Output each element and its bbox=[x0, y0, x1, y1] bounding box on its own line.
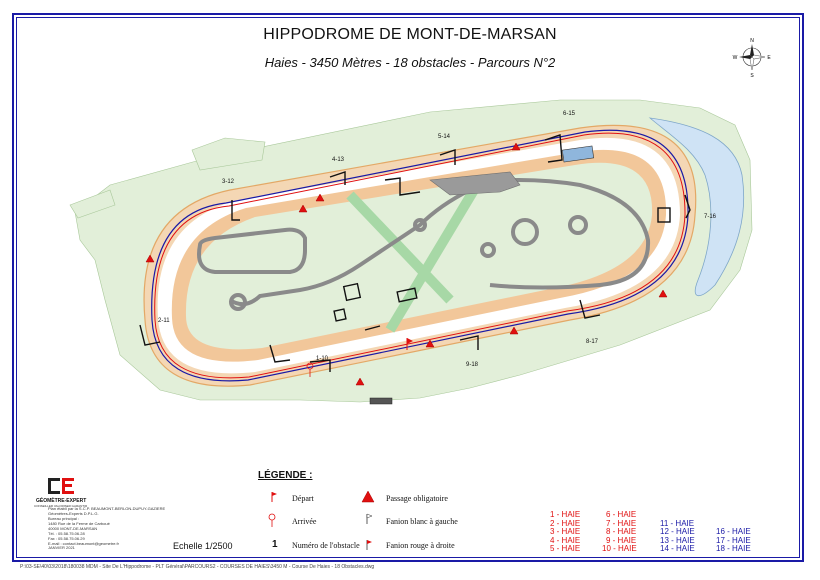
geometre-expert-logo: GÉOMÈTRE-EXPERT CONSEILLER VALORISER GAR… bbox=[34, 478, 88, 508]
legend-fanion-blanc: Fanion blanc à gauche bbox=[386, 517, 458, 526]
obstacle-label-8-17: 8-17 bbox=[586, 339, 599, 345]
legend-passage-icon bbox=[361, 490, 375, 503]
haie-10: 10 - HAIE bbox=[602, 544, 637, 553]
haie-6: 6 - HAIE bbox=[606, 510, 637, 519]
passage-obligatoire-markers bbox=[145, 142, 668, 386]
compass-rose-icon: N S E W bbox=[733, 38, 772, 79]
company-info: Plan établi par la S.C.P. BEAUMONT-BERLO… bbox=[48, 506, 168, 546]
haie-14: 14 - HAIE bbox=[660, 544, 695, 553]
company-line: 1480 Rue de la Ferme de Carboué bbox=[48, 521, 110, 526]
legend-numero: Numéro de l'obstacle bbox=[292, 541, 360, 550]
race-track bbox=[143, 124, 697, 387]
lake bbox=[648, 117, 745, 297]
haie-9: 9 - HAIE bbox=[606, 536, 637, 545]
company-name: GÉOMÈTRE-EXPERT bbox=[36, 496, 86, 504]
infield-paths bbox=[346, 177, 485, 333]
haie-2: 2 - HAIE bbox=[550, 519, 581, 528]
haie-13: 13 - HAIE bbox=[660, 536, 695, 545]
company-line: E-mail : contact.beaumont@geometre.fr bbox=[48, 541, 119, 546]
compass-s: S bbox=[750, 73, 754, 79]
plan-date: JANVIER 2021 bbox=[48, 545, 75, 550]
paved-paths bbox=[197, 178, 651, 311]
obstacle-label-5-14: 5-14 bbox=[438, 134, 451, 140]
haie-18: 18 - HAIE bbox=[716, 544, 751, 553]
scale-label: Echelle 1/2500 bbox=[173, 541, 233, 551]
haie-3: 3 - HAIE bbox=[550, 527, 581, 536]
legend-fanion-rouge-icon bbox=[366, 540, 372, 550]
haie-17: 17 - HAIE bbox=[716, 536, 751, 545]
obstacle-label-6-15: 6-15 bbox=[563, 111, 576, 117]
legend-depart-icon bbox=[271, 492, 277, 502]
legend-fanion-rouge: Fanion rouge à droite bbox=[386, 541, 455, 550]
parking-gray bbox=[429, 171, 521, 196]
compass-e: E bbox=[767, 55, 771, 61]
haie-16: 16 - HAIE bbox=[716, 527, 751, 536]
haie-7: 7 - HAIE bbox=[606, 519, 637, 528]
company-line: Tél. : 05.58.75.06.28 bbox=[48, 531, 85, 536]
obstacle-marks bbox=[139, 134, 691, 372]
legend-arrivee-icon bbox=[268, 513, 276, 527]
finish-marker bbox=[306, 362, 314, 377]
map-subtitle: Haies - 3450 Mètres - 18 obstacles - Par… bbox=[264, 55, 556, 70]
haie-12: 12 - HAIE bbox=[660, 527, 695, 536]
company-line: Fax : 05.58.75.06.29 bbox=[48, 536, 85, 541]
haie-4: 4 - HAIE bbox=[550, 536, 581, 545]
company-line: Géomètres-Experts D.P.L.G. bbox=[48, 511, 99, 516]
obstacle-label-3-12: 3-12 bbox=[222, 179, 235, 185]
obstacle-label-4-13: 4-13 bbox=[332, 157, 345, 163]
company-line: Bureau principal : bbox=[48, 516, 80, 521]
haie-5: 5 - HAIE bbox=[550, 544, 581, 553]
map-title: HIPPODROME DE MONT-DE-MARSAN bbox=[263, 26, 557, 43]
legend-title: LÉGENDE : bbox=[258, 470, 313, 481]
compass-w: W bbox=[733, 55, 738, 61]
grandstand bbox=[369, 397, 393, 405]
legend-depart: Départ bbox=[292, 494, 314, 503]
obstacle-label-1-10: 1-10 bbox=[316, 356, 329, 362]
outer-frame bbox=[12, 13, 804, 562]
legend-fanion-blanc-icon bbox=[366, 513, 373, 524]
file-path-footer: P:\03-SE\40\03\2018\180038 MDM - Site De… bbox=[20, 564, 375, 570]
legend-numero-symbol: 1 bbox=[272, 539, 278, 550]
compass-n: N bbox=[750, 38, 754, 44]
building bbox=[561, 145, 595, 163]
legend-arrivee: Arrivée bbox=[292, 517, 317, 526]
haie-1: 1 - HAIE bbox=[550, 510, 581, 519]
legend-passage: Passage obligatoire bbox=[386, 494, 448, 503]
inner-frame bbox=[16, 17, 800, 558]
company-line: 40000 MONT-DE-MARSAN bbox=[48, 526, 98, 531]
company-tagline: CONSEILLER VALORISER GARANTIR bbox=[34, 504, 88, 508]
start-marker bbox=[406, 338, 413, 350]
legend-symbols bbox=[268, 490, 375, 550]
obstacle-label-9-18: 9-18 bbox=[466, 362, 479, 368]
haie-11: 11 - HAIE bbox=[660, 519, 695, 528]
company-line: Plan établi par la S.C.P. BEAUMONT-BERLO… bbox=[48, 506, 166, 511]
obstacle-label-7-16: 7-16 bbox=[704, 214, 717, 220]
obstacle-label-2-11: 2-11 bbox=[158, 318, 170, 324]
haie-8: 8 - HAIE bbox=[606, 527, 637, 536]
